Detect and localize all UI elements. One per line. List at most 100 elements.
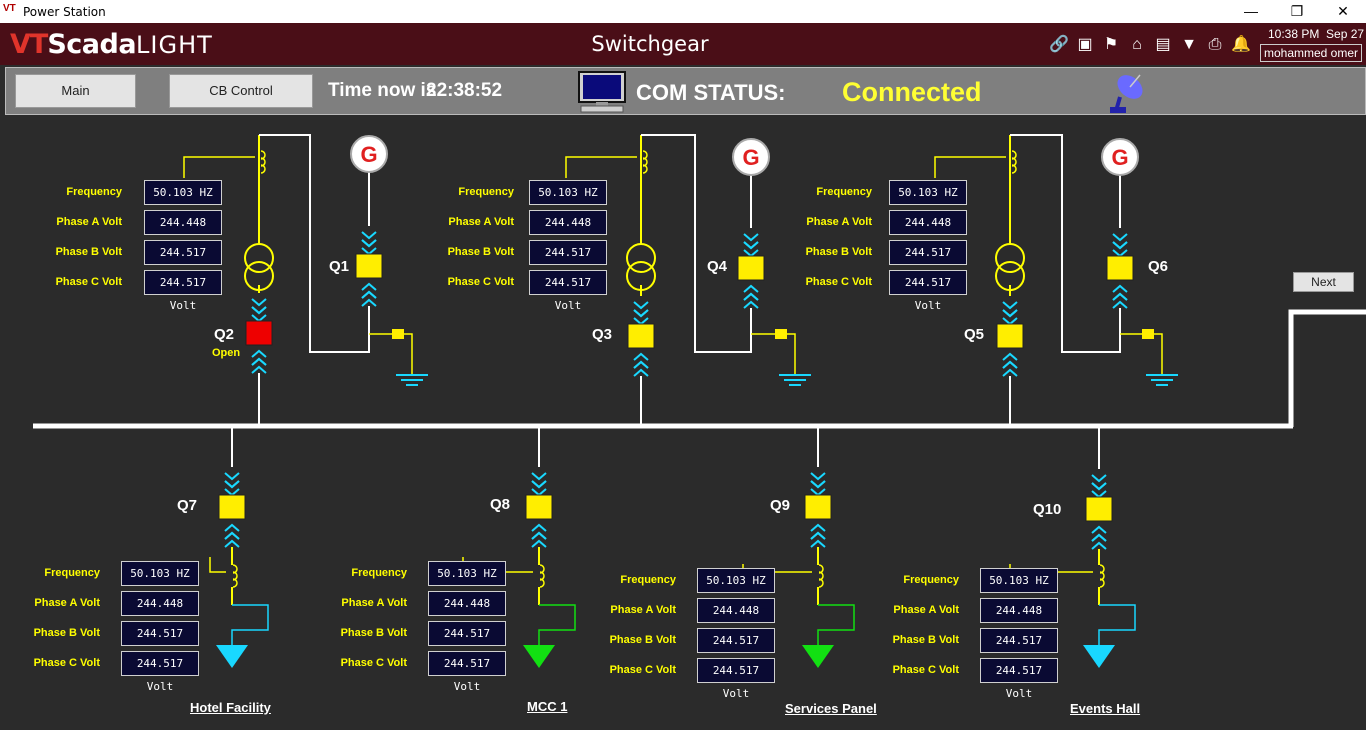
breaker-label[interactable]: Q4 [707, 258, 728, 275]
status-toolbar: Main CB Control Time now is 22:38:52 COM… [5, 67, 1366, 115]
connector-chevron [1112, 292, 1128, 301]
breaker-label[interactable]: Q7 [177, 497, 198, 514]
phase_b-label: Phase B Volt [892, 634, 959, 646]
connector-chevron [1091, 533, 1107, 542]
generator-breaker [355, 253, 383, 279]
generator-breaker [1106, 255, 1134, 281]
ct-coil [1011, 164, 1017, 174]
wire [787, 333, 796, 375]
list-add-icon[interactable]: ▤ [1155, 36, 1171, 53]
frequency-label: Frequency [44, 567, 100, 579]
load-arrow-icon [216, 645, 248, 668]
connector-chevron [633, 352, 649, 361]
frequency-label: Frequency [903, 574, 959, 586]
breaker-label[interactable]: Q6 [1148, 258, 1169, 275]
feeder-breaker [525, 494, 553, 520]
com-status-label: COM STATUS: [636, 80, 786, 105]
phase_b-value: 244.517 Volt [889, 240, 967, 282]
ct-coil [1099, 578, 1105, 588]
connector-chevron [224, 531, 240, 540]
breaker-label[interactable]: Q1 [329, 258, 350, 275]
frequency-value: 50.103 HZ [697, 568, 775, 593]
feeder-name: Events Hall [1070, 701, 1141, 716]
phase_a-label: Phase A Volt [341, 597, 407, 609]
connector-chevron [1091, 525, 1107, 534]
connector-chevron [251, 357, 267, 366]
breaker-label[interactable]: Q2 [214, 326, 235, 343]
breaker-label[interactable]: Q8 [490, 496, 511, 513]
main-button[interactable]: Main [15, 74, 136, 108]
transformer-winding [995, 261, 1025, 291]
breaker-label[interactable]: Q9 [770, 497, 791, 514]
breaker-label[interactable]: Q3 [592, 326, 613, 343]
home-settings-icon[interactable]: ⌂ [1132, 36, 1142, 53]
print-icon[interactable]: ⎙ [1208, 36, 1222, 53]
main-breaker [996, 323, 1024, 349]
connector-chevron [810, 480, 826, 489]
load-arrow-icon [523, 645, 555, 668]
connector-chevron [1002, 301, 1018, 310]
tag-icon[interactable]: ⚑ [1103, 36, 1119, 53]
connector-chevron [743, 300, 759, 309]
connector-chevron [743, 292, 759, 301]
transformer-winding [626, 261, 656, 291]
connector-chevron [633, 360, 649, 369]
phase_c-value: 244.517 Volt [980, 658, 1058, 700]
filter-icon[interactable]: ▼ [1181, 36, 1197, 53]
phase_a-value: 244.448 Volt [529, 210, 607, 252]
frequency-label: Frequency [620, 574, 676, 586]
phase_c-value: 244.517 Volt [121, 651, 199, 693]
frequency-label: Frequency [351, 567, 407, 579]
phase_c-label: Phase C Volt [340, 657, 407, 669]
frequency-value: 50.103 HZ [529, 180, 607, 205]
load-arrow-icon [1083, 645, 1115, 668]
breaker-label[interactable]: Q10 [1033, 501, 1062, 518]
image-icon[interactable]: ▣ [1077, 36, 1093, 53]
frequency-value: 50.103 HZ [428, 561, 506, 586]
main-breaker [245, 320, 273, 346]
wire [1154, 333, 1163, 375]
minimize-icon[interactable]: — [1244, 3, 1258, 19]
com-status-value: Connected [842, 77, 982, 107]
phase_b-value: 244.517 Volt [121, 621, 199, 663]
window-title: Power Station [23, 5, 106, 19]
load-arrow-icon [802, 645, 834, 668]
connector-chevron [633, 301, 649, 310]
phase_b-label: Phase B Volt [805, 246, 872, 258]
connector-chevron [531, 539, 547, 548]
close-icon[interactable]: ✕ [1337, 3, 1349, 19]
time-label: Time now is [328, 80, 437, 101]
alarm-link-icon[interactable]: 🔗 [1049, 36, 1069, 53]
clock-date: Sep 27 [1326, 27, 1365, 41]
connector-chevron [224, 523, 240, 532]
feeder-name: MCC 1 [527, 699, 568, 714]
feeder-name: Hotel Facility [190, 700, 271, 715]
connector-chevron [810, 472, 826, 481]
phase_b-label: Phase B Volt [609, 634, 676, 646]
phase_a-value: 244.448 Volt [980, 598, 1058, 640]
signal-wire [209, 557, 226, 573]
phase_c-label: Phase C Volt [805, 276, 872, 288]
phase_a-value: 244.448 Volt [697, 598, 775, 640]
outgoing-wire [1098, 604, 1136, 645]
cb-control-button[interactable]: CB Control [169, 74, 313, 108]
phase_a-value: 244.448 Volt [428, 591, 506, 633]
feeder-breaker [218, 494, 246, 520]
phase_a-label: Phase A Volt [610, 604, 676, 616]
generator-loop [1010, 134, 1121, 353]
bell-icon[interactable]: 🔔 [1231, 36, 1251, 53]
connector-chevron [531, 480, 547, 489]
restore-icon[interactable]: ❐ [1290, 3, 1304, 19]
ct-coil [818, 578, 824, 588]
connector-chevron [531, 531, 547, 540]
phase_c-label: Phase C Volt [55, 276, 122, 288]
connector-chevron [1112, 241, 1128, 250]
next-button[interactable]: Next [1293, 272, 1354, 292]
connector-chevron [743, 284, 759, 293]
phase_c-value: 244.517 Volt [529, 270, 607, 312]
breaker-label[interactable]: Q5 [964, 326, 985, 343]
connector-chevron [1002, 309, 1018, 318]
phase_b-label: Phase B Volt [340, 627, 407, 639]
user-name[interactable]: mohammed omer [1260, 44, 1362, 62]
connector-chevron [810, 531, 826, 540]
